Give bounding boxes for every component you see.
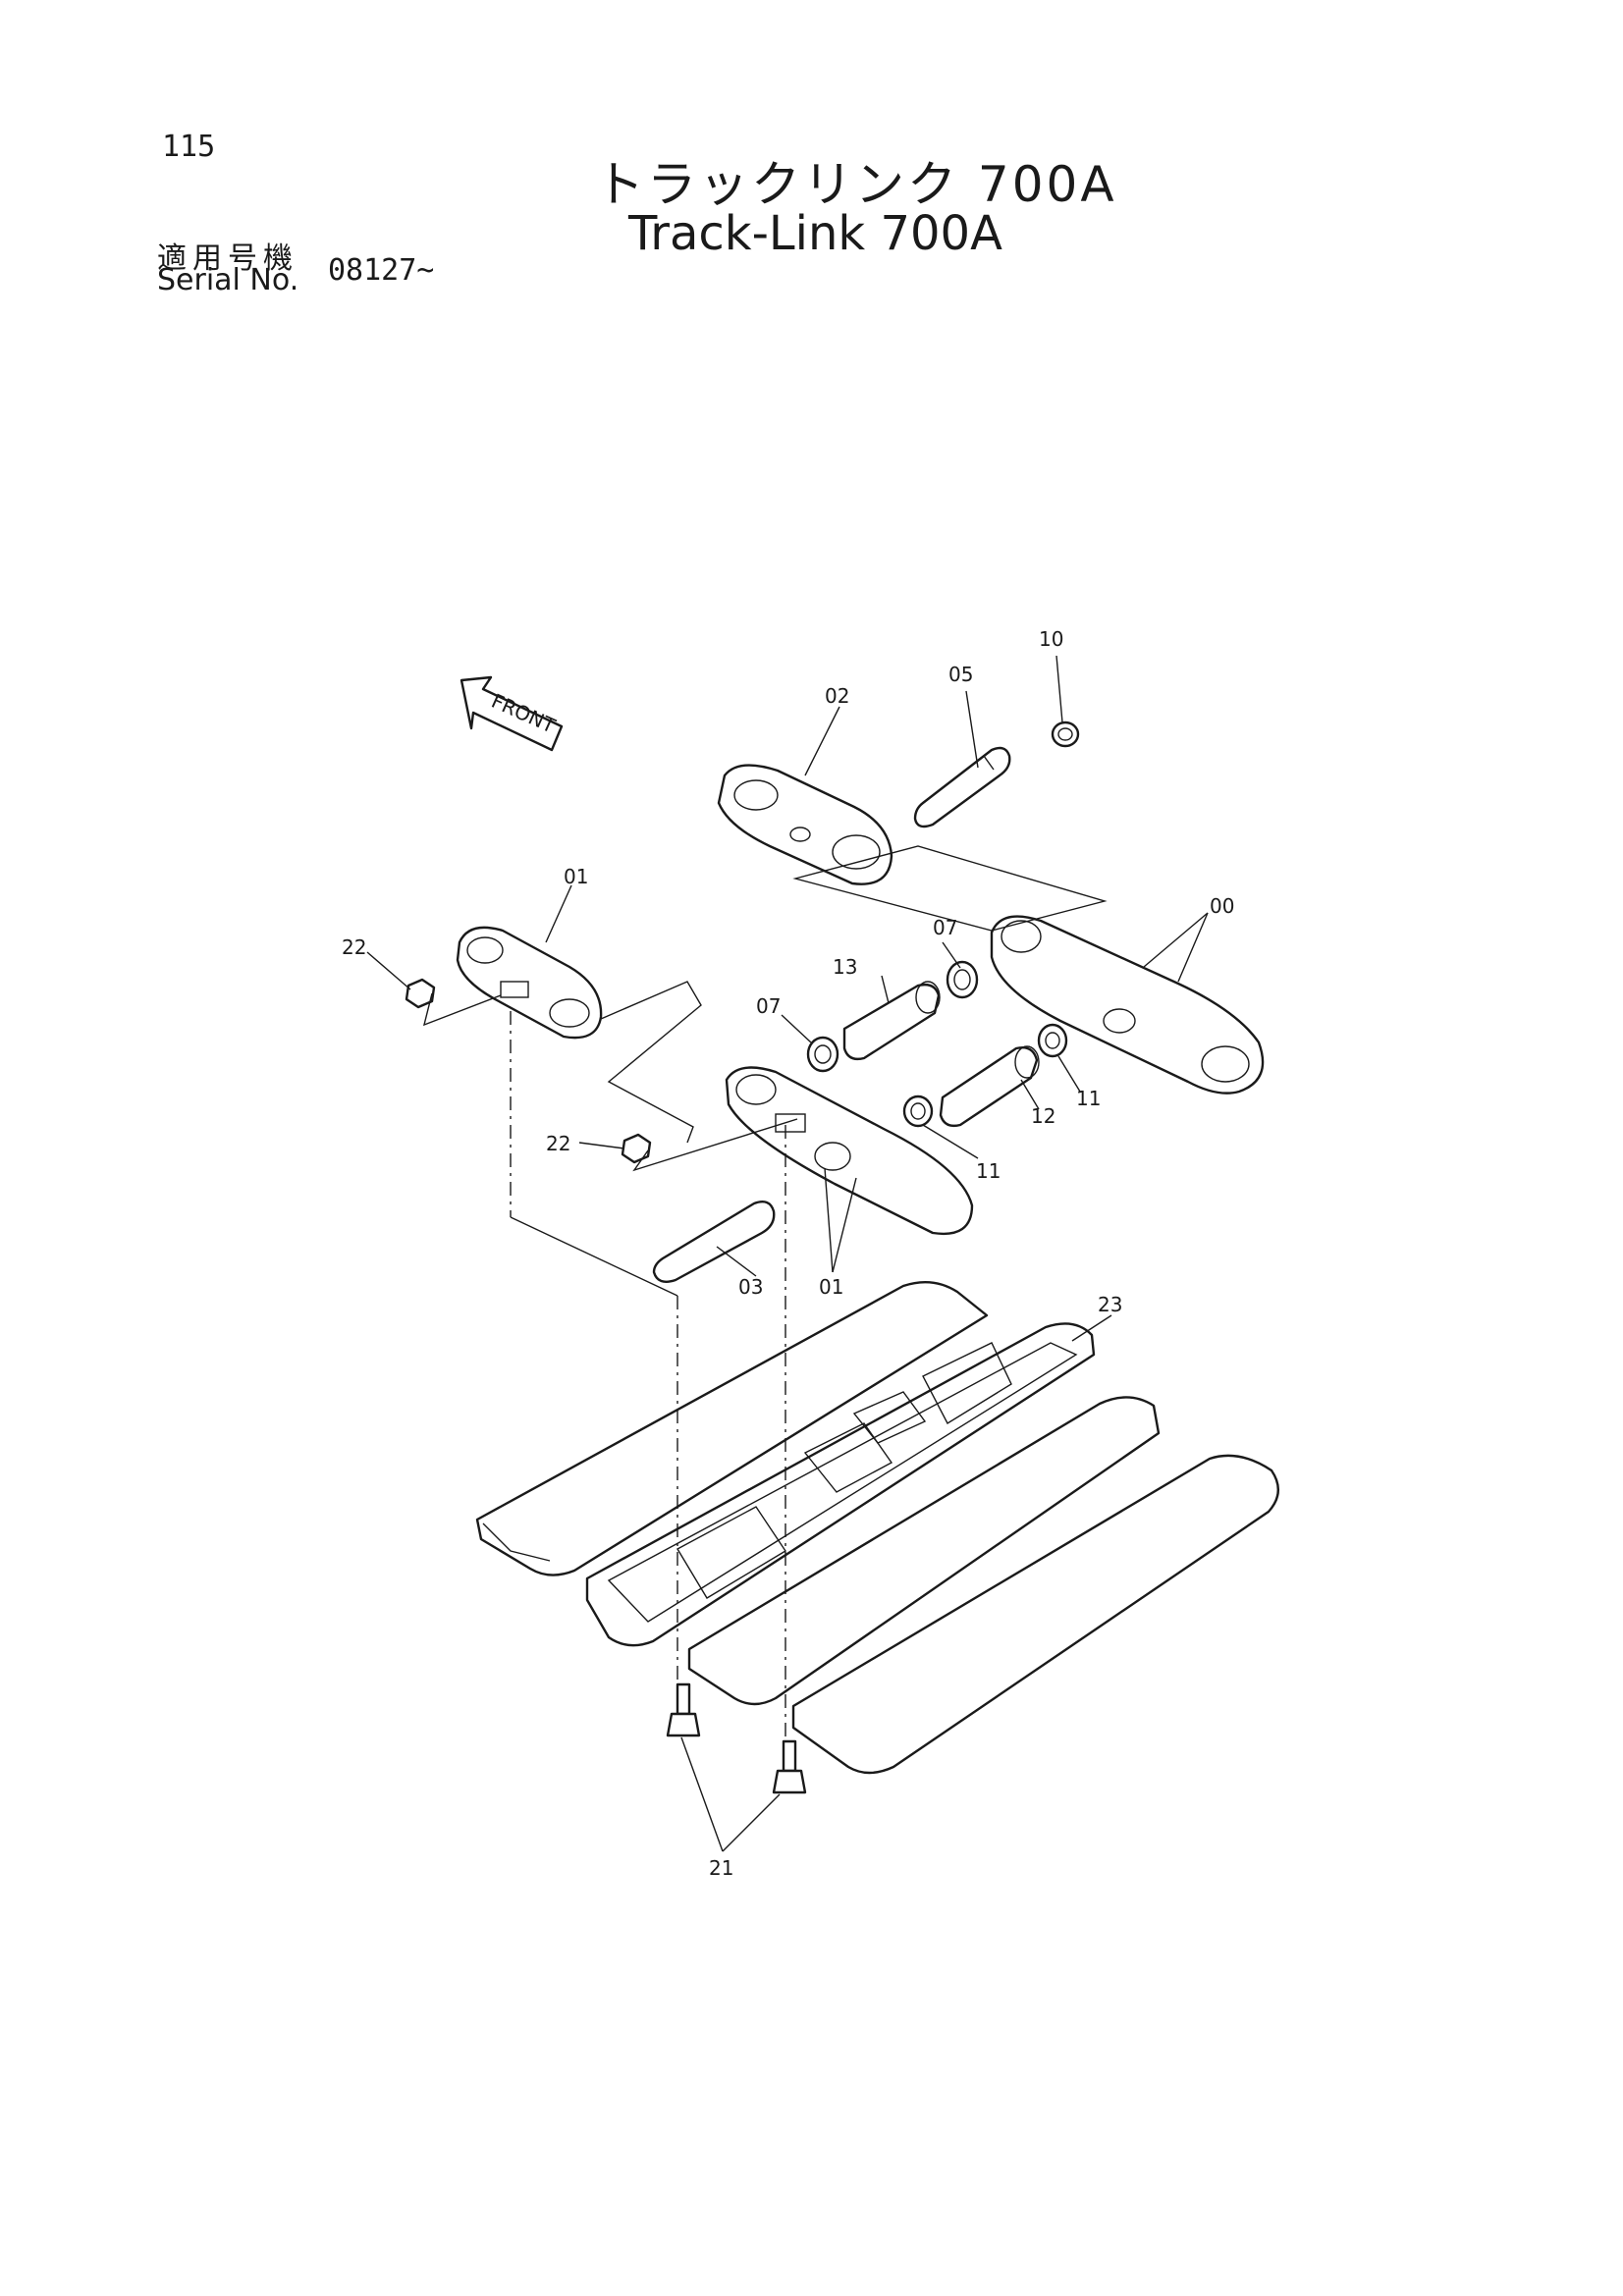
callout-07-lower: 07: [756, 994, 781, 1018]
callout-13: 13: [833, 955, 857, 979]
track-shoe-right: [791, 1454, 1279, 1775]
nut-22-lower: [621, 1133, 652, 1164]
bolt-21-left: [666, 1682, 701, 1737]
link-00: [990, 915, 1265, 1095]
pin-03: [652, 1201, 776, 1283]
track-shoe-left: [475, 1280, 989, 1576]
callout-02: 02: [825, 684, 849, 708]
bushing-13: [842, 981, 941, 1061]
callout-03: 03: [738, 1275, 763, 1299]
serial-label-english: Serial No.: [157, 263, 299, 297]
nut-22-upper: [405, 978, 436, 1009]
callout-05: 05: [948, 663, 973, 686]
callout-22-upper: 22: [342, 935, 366, 959]
serial-label-japanese: 適用号機: [157, 241, 298, 276]
seal-11-left: [902, 1095, 934, 1128]
link-02: [717, 764, 893, 885]
seal-07-lower: [806, 1036, 839, 1073]
track-shoe-mid-right: [687, 1396, 1161, 1706]
front-arrow-icon: FRONT: [460, 675, 564, 752]
bushing-12: [939, 1045, 1040, 1128]
track-shoe-center-23: [585, 1322, 1096, 1647]
seal-11-right: [1037, 1023, 1068, 1058]
callout-22-lower: 22: [546, 1132, 570, 1155]
ring-10: [1051, 721, 1080, 748]
leader-lines: [366, 655, 1209, 1852]
link-01-upper: [456, 926, 603, 1040]
front-label: FRONT: [488, 689, 560, 738]
callout-10: 10: [1039, 627, 1063, 651]
assembly-guide-lines: [422, 845, 1108, 1741]
serial-number-value: 08127~: [328, 253, 435, 288]
callout-23: 23: [1098, 1293, 1122, 1316]
pin-05: [913, 746, 1011, 828]
callout-01-upper: 01: [564, 865, 588, 888]
callout-00: 00: [1210, 894, 1234, 918]
callout-21: 21: [709, 1856, 733, 1880]
title-english: Track-Link 700A: [628, 206, 1002, 261]
link-01-lower: [725, 1066, 974, 1236]
callout-01-lower: 01: [819, 1275, 843, 1299]
callout-11-right: 11: [1076, 1087, 1101, 1110]
bolt-21-right: [772, 1739, 807, 1794]
callout-11-left: 11: [976, 1159, 1001, 1183]
callout-12: 12: [1031, 1104, 1055, 1128]
seal-07-upper: [946, 960, 979, 999]
callout-07-upper: 07: [933, 916, 957, 939]
page-number: 115: [162, 130, 216, 164]
title-japanese: トラックリンク 700A: [595, 156, 1117, 213]
